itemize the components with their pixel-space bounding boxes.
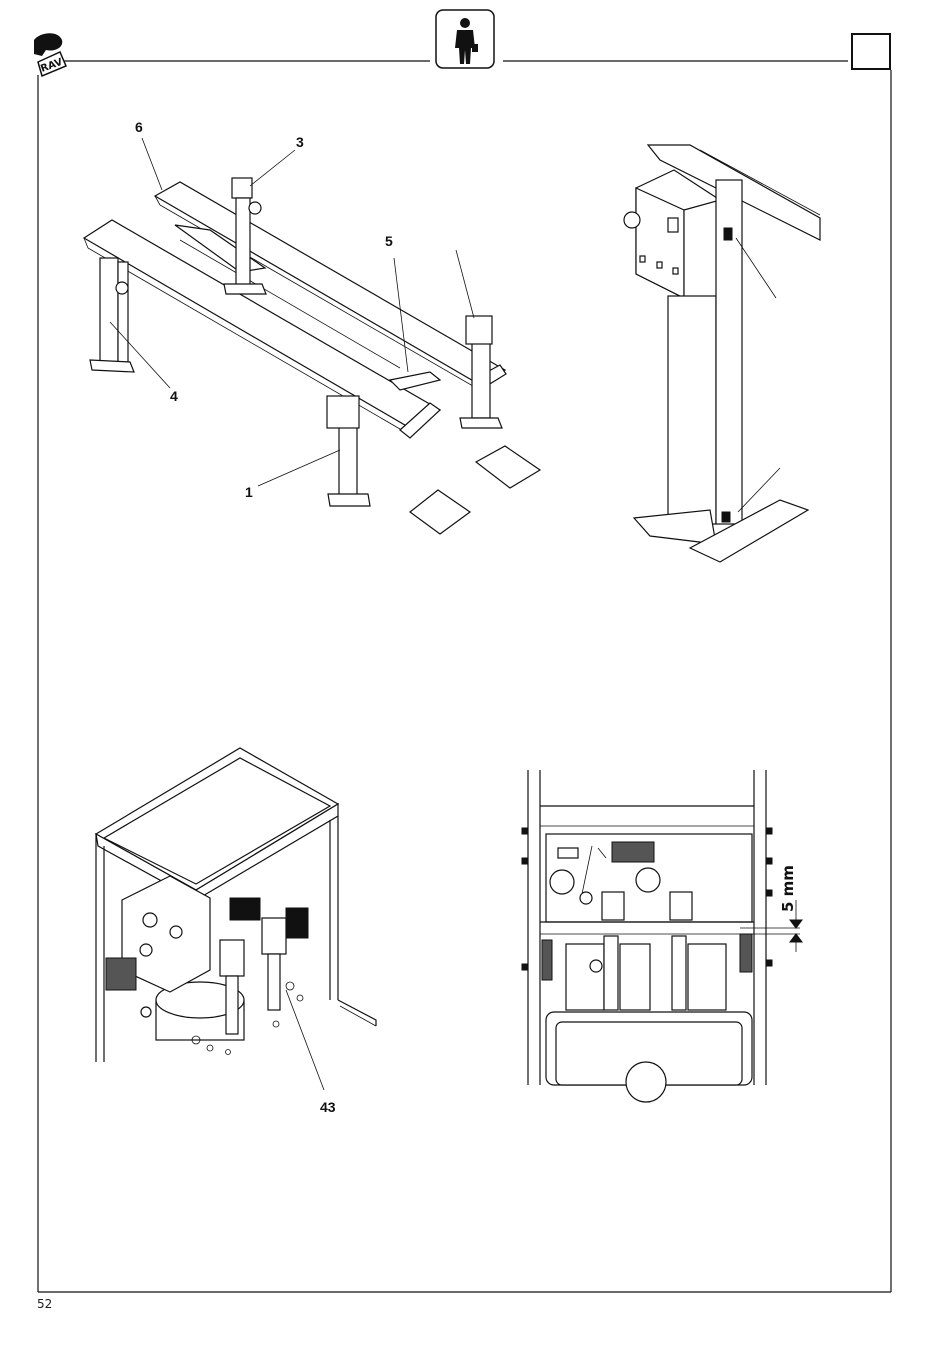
power-unit-detail-drawing: 43 xyxy=(96,748,376,1115)
column-detail-drawing xyxy=(624,145,820,562)
brand-logo-icon: RAV xyxy=(34,33,66,76)
page-frame xyxy=(38,61,891,1292)
callout-label: 43 xyxy=(320,1099,336,1115)
callout-label: 3 xyxy=(296,134,304,150)
page-number: 52 xyxy=(37,1297,52,1311)
dimension-label: 5 mm xyxy=(779,865,797,912)
corner-box xyxy=(852,34,890,69)
lift-overview-drawing: 6 3 5 4 1 xyxy=(84,119,540,534)
callout-label: 6 xyxy=(135,119,143,135)
callout-label: 5 xyxy=(385,233,393,249)
operator-person-icon xyxy=(436,10,494,68)
callout-label: 4 xyxy=(170,388,178,404)
callout-label: 1 xyxy=(245,484,253,500)
valve-front-view-drawing: 5 mm xyxy=(522,770,802,1102)
